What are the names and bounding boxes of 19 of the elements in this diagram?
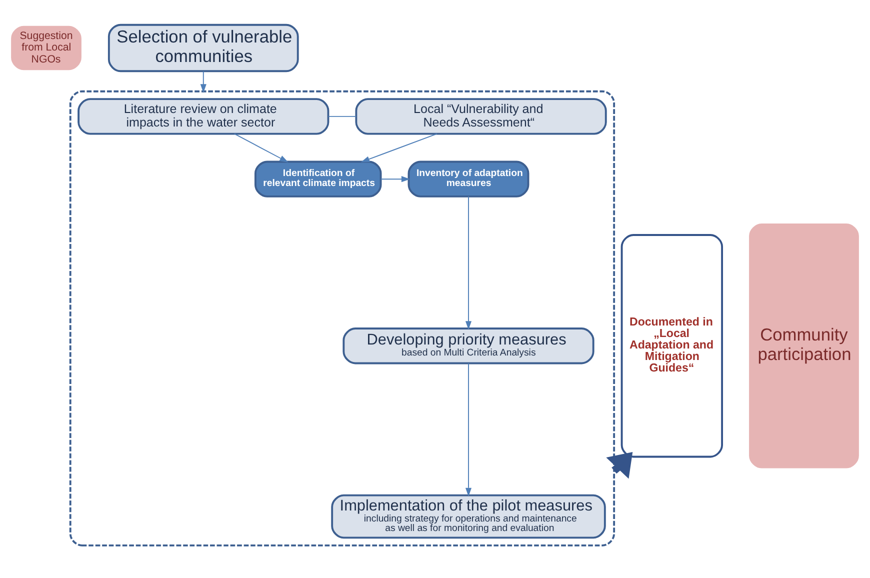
arrow xyxy=(360,133,438,162)
node-box: Literature review on climate impacts in the water sector xyxy=(78,98,330,135)
node-box: Community participation xyxy=(749,223,859,468)
node-box: Selection of vulnerable communities xyxy=(108,24,299,72)
node-box: Suggestion from Local NGOs xyxy=(11,26,82,70)
node-box: Identification of relevant climate impacts xyxy=(254,160,382,198)
connector xyxy=(328,116,357,117)
node-box: Inventory of adaptation measures xyxy=(408,160,530,198)
arrow xyxy=(465,196,472,330)
node-box: Implementation of the pilot measures including strategy for operations and maintenance as well as for monitoring and evaluation xyxy=(331,494,606,539)
arrow xyxy=(380,176,410,182)
cluster xyxy=(69,90,616,546)
arrow xyxy=(606,452,633,479)
node-box: Documented in „Local Adaptation and Mitigation Guides“ xyxy=(620,234,723,458)
arrow xyxy=(200,71,206,93)
node-box: Developing priority measures based on Multi Criteria Analysis xyxy=(342,328,594,364)
node-box: Local “Vulnerability and Needs Assessment“ xyxy=(355,98,607,135)
arrow xyxy=(234,133,288,162)
arrow xyxy=(465,362,472,497)
